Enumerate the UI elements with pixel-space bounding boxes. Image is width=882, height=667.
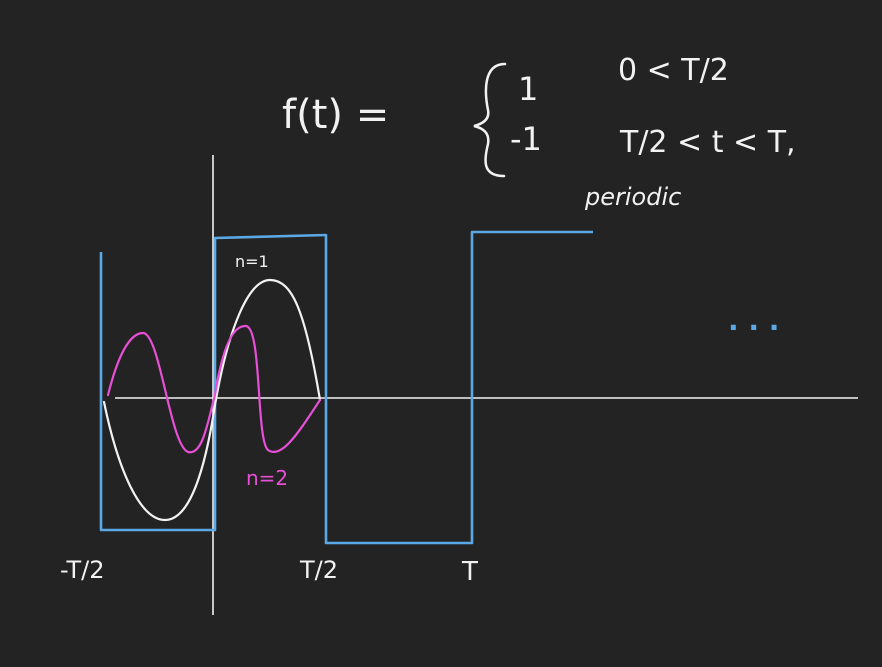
label-neg-half-T: -T/2 xyxy=(60,556,104,584)
harmonic-n2-curve xyxy=(106,324,322,454)
ellipsis: . . . xyxy=(728,304,779,337)
brace-icon xyxy=(473,62,507,178)
label-n2: n=2 xyxy=(246,466,288,490)
label-n1: n=1 xyxy=(235,252,269,271)
harmonic-n1-curve xyxy=(102,278,322,522)
case1-value: 1 xyxy=(518,70,538,108)
label-half-T: T/2 xyxy=(299,556,338,584)
equation: f(t) = 1 0 < T/2 -1 T/2 < t < T, periodi… xyxy=(282,53,796,211)
case2-condition: T/2 < t < T, xyxy=(619,125,796,160)
axes xyxy=(115,155,858,615)
case1-condition: 0 < T/2 xyxy=(618,53,729,88)
label-T: T xyxy=(461,557,478,587)
periodic-note: periodic xyxy=(584,183,681,211)
case2-value: -1 xyxy=(510,120,542,158)
equation-lhs: f(t) = xyxy=(282,92,389,138)
square-wave xyxy=(99,230,593,545)
